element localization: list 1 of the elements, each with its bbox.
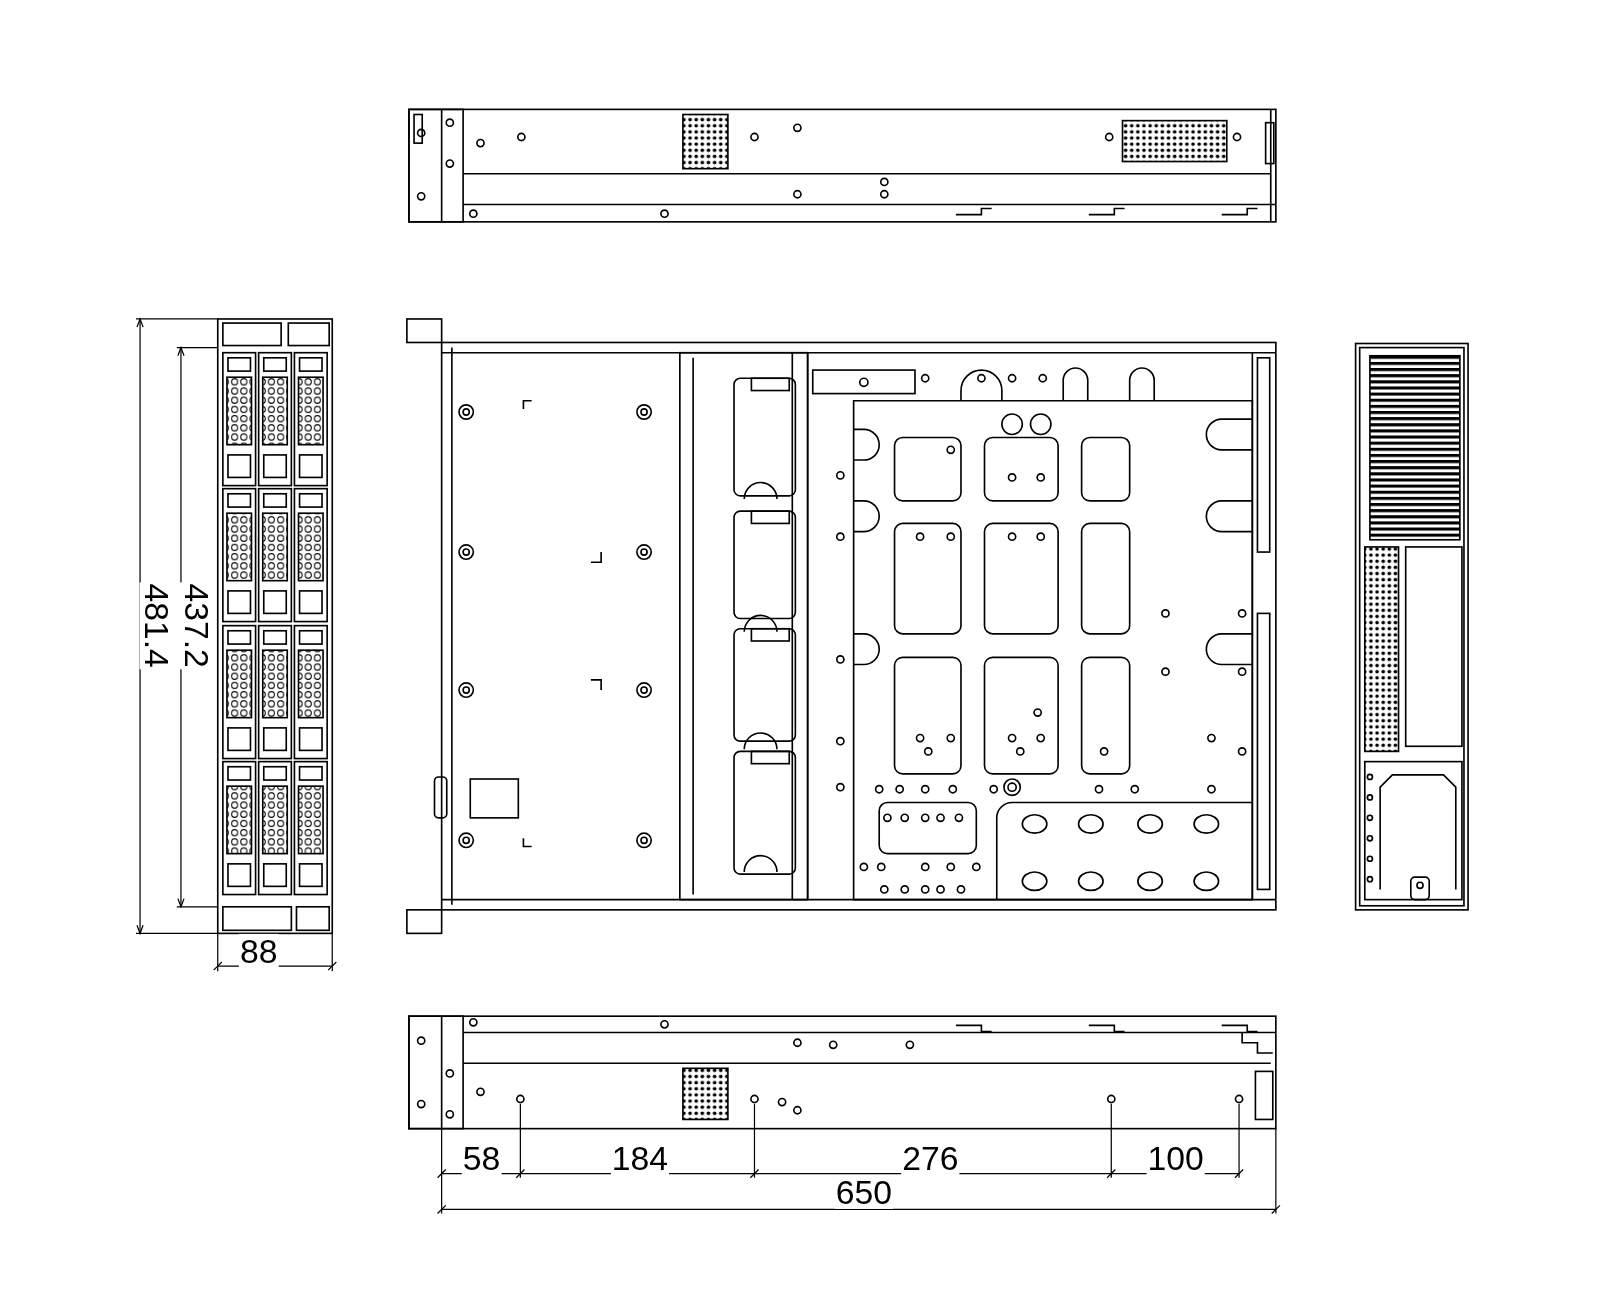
dimension-label: 88 [238, 933, 279, 968]
